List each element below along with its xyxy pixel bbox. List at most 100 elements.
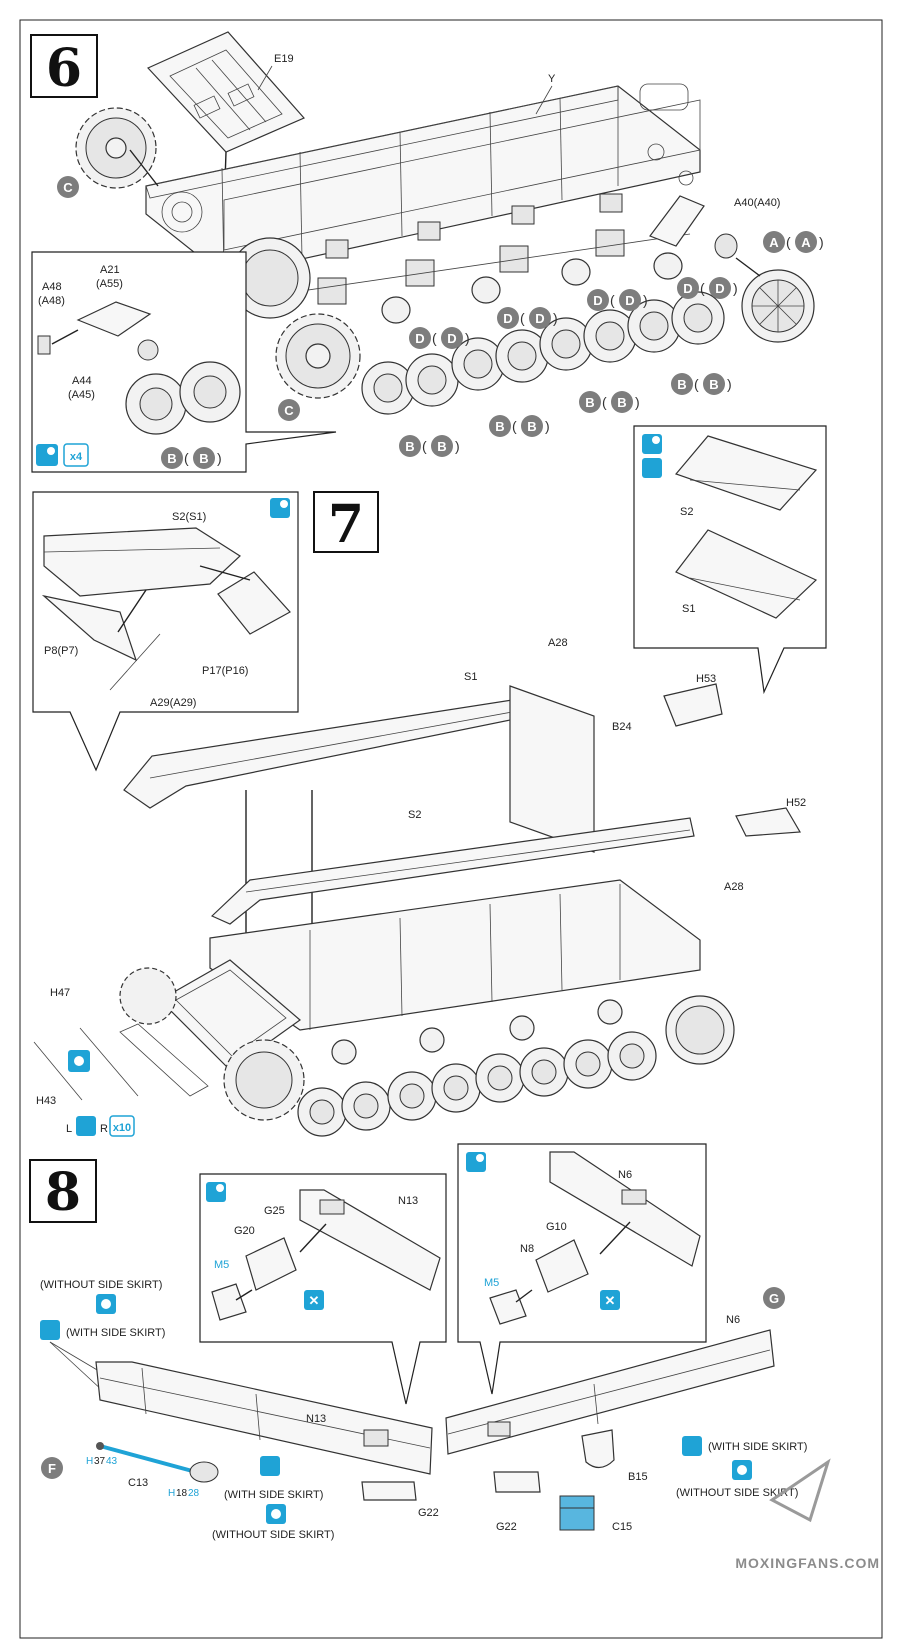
page-frame xyxy=(19,19,883,1639)
label-a44b: (A45) xyxy=(68,389,95,401)
label-m5b: M5 xyxy=(484,1277,499,1289)
svg-text:): ) xyxy=(217,450,222,466)
svg-text:B: B xyxy=(709,377,718,392)
svg-text:B: B xyxy=(199,451,208,466)
label-s1: S1 xyxy=(464,671,477,683)
label-a48: A48 xyxy=(42,281,62,293)
svg-text:C: C xyxy=(63,180,73,195)
svg-text:B: B xyxy=(437,439,446,454)
label-r: R xyxy=(100,1123,108,1135)
sprocket-upper xyxy=(75,107,159,189)
label-n13a: N13 xyxy=(398,1195,418,1207)
svg-text:x4: x4 xyxy=(70,451,83,463)
label-a29: A29(A29) xyxy=(150,697,196,709)
label-a44: A44 xyxy=(72,375,92,387)
ref-b-pair-2: B ( B ) xyxy=(489,415,550,437)
svg-text:43: 43 xyxy=(106,1456,118,1467)
fender-s1 xyxy=(123,685,595,1022)
svg-text:37: 37 xyxy=(94,1456,106,1467)
svg-text:B: B xyxy=(617,395,626,410)
ref-d-pair-1: D ( D ) xyxy=(409,327,470,349)
svg-text:): ) xyxy=(545,418,550,434)
ref-b-pair-1: B ( B ) xyxy=(399,435,460,457)
watermark: MOXINGFANS.COM xyxy=(735,1458,880,1571)
left-photo-etch-icon xyxy=(76,1116,96,1136)
fender-n6 xyxy=(445,1329,775,1531)
svg-text:): ) xyxy=(727,376,732,392)
svg-text:): ) xyxy=(455,438,460,454)
svg-text:(: ( xyxy=(520,310,525,326)
label-a28: A28 xyxy=(548,637,568,649)
svg-text:(: ( xyxy=(512,418,517,434)
svg-text:D: D xyxy=(593,293,602,308)
label-p8: P8(P7) xyxy=(44,645,78,657)
svg-text:D: D xyxy=(415,331,424,346)
watermark-text: MOXINGFANS.COM xyxy=(735,1555,880,1571)
svg-text:28: 28 xyxy=(188,1488,200,1499)
label-without-skirt: (WITHOUT SIDE SKIRT) xyxy=(40,1279,162,1291)
label-without-skirt-b: (WITHOUT SIDE SKIRT) xyxy=(212,1529,334,1541)
label-b24: B24 xyxy=(612,721,632,733)
label-m5a: M5 xyxy=(214,1259,229,1271)
step7-callout-right xyxy=(633,425,827,695)
svg-text:F: F xyxy=(48,1461,56,1476)
step-7-box xyxy=(313,491,379,553)
svg-text:(: ( xyxy=(786,234,791,250)
label-g10: G10 xyxy=(546,1221,567,1233)
label-a21: A21 xyxy=(100,264,120,276)
svg-text:B: B xyxy=(677,377,686,392)
label-g25: G25 xyxy=(264,1205,285,1217)
svg-text:B: B xyxy=(405,439,414,454)
svg-text:C: C xyxy=(284,403,294,418)
svg-text:D: D xyxy=(625,293,634,308)
label-without-skirt-c: (WITHOUT SIDE SKIRT) xyxy=(676,1487,798,1499)
svg-text:(: ( xyxy=(422,438,427,454)
label-b15: B15 xyxy=(628,1471,648,1483)
cement-icon xyxy=(260,1456,280,1476)
svg-text:H: H xyxy=(168,1488,175,1499)
ref-a-pair: A ( A ) xyxy=(763,231,824,253)
label-n13b: N13 xyxy=(306,1413,326,1425)
step-8-box xyxy=(29,1159,97,1223)
svg-text:(: ( xyxy=(694,376,699,392)
svg-text:A: A xyxy=(801,235,811,250)
svg-text:): ) xyxy=(465,330,470,346)
svg-text:x10: x10 xyxy=(113,1122,131,1134)
svg-text:B: B xyxy=(495,419,504,434)
fender-n13 xyxy=(95,1361,433,1501)
svg-text:✕: ✕ xyxy=(605,1293,616,1308)
label-y: Y xyxy=(548,73,556,85)
label-a21b: (A55) xyxy=(96,278,123,290)
svg-text:(: ( xyxy=(184,450,189,466)
step-7-number: 7 xyxy=(328,494,364,555)
label-g20: G20 xyxy=(234,1225,255,1237)
svg-text:): ) xyxy=(643,292,648,308)
step-8-number: 8 xyxy=(45,1162,81,1223)
step-6: 6 E19 Y xyxy=(30,31,824,473)
step7-callout-left xyxy=(32,491,299,772)
svg-text:18: 18 xyxy=(176,1488,188,1499)
label-g22b: G22 xyxy=(496,1521,517,1533)
svg-text:D: D xyxy=(715,281,724,296)
step6-callout: x4 B ( B ) xyxy=(31,251,337,473)
label-l: L xyxy=(66,1123,72,1135)
step-6-box xyxy=(30,34,98,98)
svg-text:B: B xyxy=(167,451,176,466)
step-6-number: 6 xyxy=(46,38,82,99)
step-8: 8 ✕ G25 N13 G20 M5 xyxy=(29,1143,807,1541)
times-4-icon xyxy=(63,443,89,467)
glue-icon xyxy=(466,1152,486,1172)
label-s1-callout: S1 xyxy=(682,603,695,615)
label-p17: P17(P16) xyxy=(202,665,248,677)
times-10-icon xyxy=(109,1115,135,1137)
cement-icon xyxy=(40,1320,60,1340)
svg-text:): ) xyxy=(553,310,558,326)
label-e19: E19 xyxy=(274,53,294,65)
label-s2s1: S2(S1) xyxy=(172,511,206,523)
svg-text:): ) xyxy=(635,394,640,410)
svg-text:H: H xyxy=(86,1456,93,1467)
svg-text:): ) xyxy=(733,280,738,296)
glue-icon xyxy=(642,434,662,454)
label-n8: N8 xyxy=(520,1243,534,1255)
